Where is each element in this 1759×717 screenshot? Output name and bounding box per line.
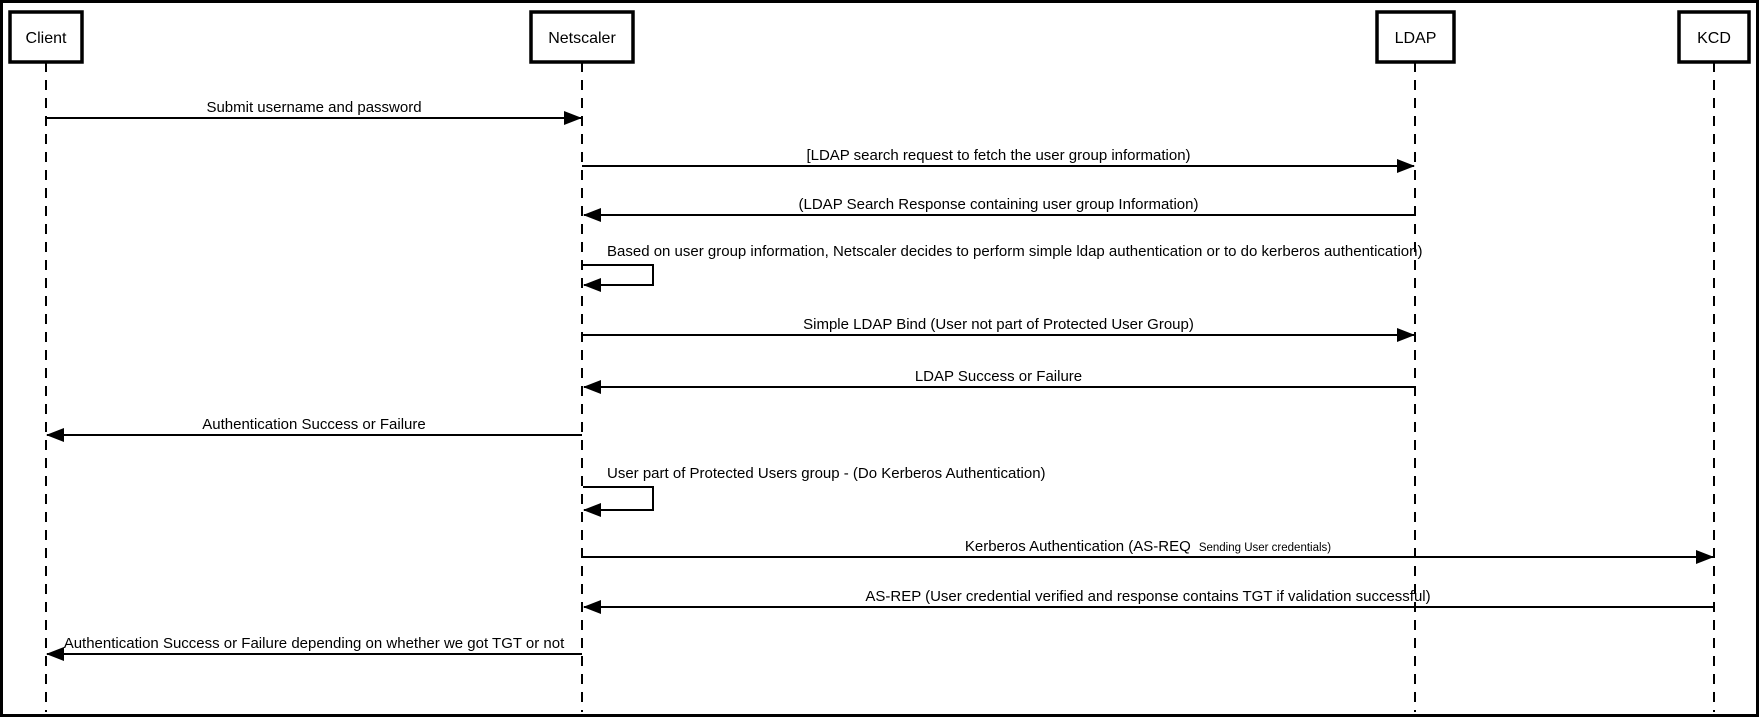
message-label-4: Based on user group information, Netscal…: [607, 243, 1422, 260]
actor-label-client: Client: [26, 30, 67, 47]
message-label-10: AS-REP (User credential verified and res…: [865, 588, 1430, 605]
actor-box-client: [8, 10, 84, 64]
actor-box-kcd: [1677, 10, 1751, 64]
message-label-9-small: Sending User credentials): [1199, 542, 1331, 554]
actor-label-ldap: LDAP: [1395, 30, 1437, 47]
message-label-6: LDAP Success or Failure: [915, 368, 1082, 385]
actor-box-ldap: [1375, 10, 1456, 64]
message-label-7: Authentication Success or Failure: [202, 416, 425, 433]
message-label-11: Authentication Success or Failure depend…: [64, 635, 565, 652]
actor-box-netscaler: [529, 10, 635, 64]
message-label-8: User part of Protected Users group - (Do…: [607, 465, 1046, 482]
message-label-9-main: Kerberos Authentication (AS-REQ: [965, 538, 1191, 555]
message-label-2: [LDAP search request to fetch the user g…: [806, 147, 1190, 164]
message-arrow-8-netscaler-self-loop: [583, 486, 654, 517]
actor-label-netscaler: Netscaler: [548, 30, 616, 47]
message-label-5: Simple LDAP Bind (User not part of Prote…: [803, 316, 1194, 333]
message-label-3: (LDAP Search Response containing user gr…: [799, 196, 1199, 213]
actor-label-kcd: KCD: [1697, 30, 1731, 47]
message-label-9: Kerberos Authentication (AS-REQ Sending U…: [965, 538, 1331, 555]
message-arrow-4-netscaler-self-loop: [583, 264, 654, 292]
message-label-1: Submit username and password: [206, 99, 421, 116]
